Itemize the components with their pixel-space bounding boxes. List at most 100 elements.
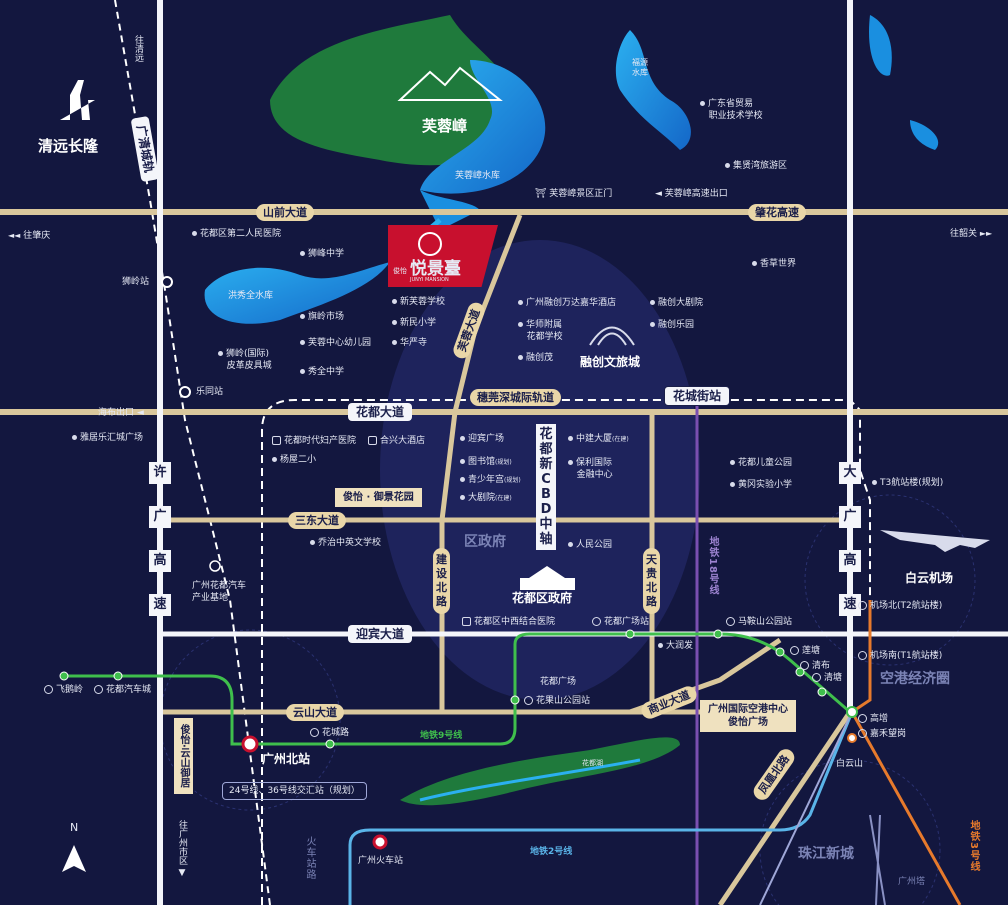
poi-p31: 中建大厦(在建): [568, 433, 629, 446]
daguang-hwy-2: 广: [839, 506, 861, 528]
daguang-hwy-4: 速: [839, 594, 861, 616]
road-sandong: 三东大道: [288, 512, 346, 529]
callout-yunshan-yuju: 俊怡·云山御居: [174, 718, 193, 794]
poi-p36: 花都儿童公园: [730, 457, 792, 469]
poi-p10: 旗岭市场: [300, 311, 344, 323]
poi-p18: 融创乐园: [650, 319, 694, 331]
poi-p14: 广州融创万达嘉华酒店: [518, 297, 616, 309]
poi-p5: 花都区第二人民医院: [192, 228, 281, 240]
callout-north-note: 24号线、36号线交汇站（规划）: [222, 782, 367, 800]
metro2-label: 地铁2号线: [530, 847, 573, 857]
poi-p33: 人民公园: [568, 539, 612, 551]
road-shanqian: 山前大道: [256, 204, 314, 221]
poi-p55: 广州火车站: [358, 856, 404, 866]
poi-p24: 花都时代妇产医院: [272, 435, 356, 447]
poi-p26: 杨屋二小: [272, 454, 316, 466]
poi-p9: 华严寺: [392, 337, 427, 349]
poi-p53: 飞鹅岭: [44, 684, 83, 696]
road-jianshe: 建设北路: [433, 548, 450, 614]
huacheng-station: 花城街站: [664, 386, 731, 406]
xuguang-hwy-3: 高: [149, 550, 171, 572]
poi-p6: 狮峰中学: [300, 248, 344, 260]
poi-p20: 乐同站: [196, 387, 224, 397]
poi-p28: 图书馆(规划): [460, 456, 512, 469]
poi-p12: 秀全中学: [300, 366, 344, 378]
poi-p7: 新芙蓉学校: [392, 296, 445, 308]
huochezhan-road: 火车站路: [304, 836, 315, 880]
poi-p30: 大剧院(在建): [460, 492, 512, 505]
road-zhaohua: 肇花高速: [748, 204, 806, 221]
xuguang-hwy-2: 广: [149, 506, 171, 528]
area-reservoir: 芙蓉嶂水库: [455, 171, 501, 181]
xuguang-hwy-4: 速: [149, 594, 171, 616]
area-qingyuan: 清远长隆: [38, 137, 99, 155]
road-huadu: 花都大道: [348, 403, 413, 421]
area-huadu-square: 花都广场: [540, 677, 577, 687]
area-quzhengfu: 区政府: [464, 534, 506, 550]
poi-p2: ◄ 芙蓉嶂高速出口: [655, 189, 728, 199]
poi-p35: 广州花都汽车产业基地: [192, 581, 247, 603]
area-huadu-lake: 花都湖: [582, 759, 603, 767]
dir-shaoguan: 往韶关 ►►: [950, 229, 993, 239]
poi-p11: 芙蓉中心幼儿园: [300, 337, 371, 349]
poi-p51: 花果山公园站: [524, 695, 590, 707]
daguang-hwy-3: 高: [839, 550, 861, 572]
poi-p27: 迎宾广场: [460, 433, 504, 445]
project-name: 悦景臺: [410, 259, 461, 279]
poi-p46: 清布: [800, 660, 830, 672]
poi-p34: 乔治中英文学校: [310, 537, 381, 549]
compass-icon: N: [70, 821, 79, 834]
poi-p8: 新民小学: [392, 317, 436, 329]
poi-p32: 保利国际 金融中心: [568, 458, 613, 480]
poi-p50: 白云山: [836, 759, 864, 769]
dir-qingyuan: 往清远: [133, 35, 143, 62]
area-huadu-gov: 花都区政府: [512, 591, 573, 605]
poi-p16: 融创茂: [518, 352, 553, 364]
poi-p52: 花城路: [310, 727, 349, 739]
project-subname: 俊怡: [393, 267, 407, 275]
poi-p40: 机场南(T1航站楼): [858, 650, 942, 662]
area-zhujiang: 珠江新城: [798, 846, 854, 862]
road-yingbin: 迎宾大道: [348, 625, 413, 643]
poi-p42: 花都广场站: [592, 616, 649, 628]
poi-p23: 雅居乐汇城广场: [72, 432, 143, 444]
poi-p48: 高增: [858, 713, 888, 725]
project-en: JUNYI MANSION: [410, 277, 449, 283]
poi-p43: 马鞍山公园站: [726, 616, 792, 628]
area-airport-zone: 空港经济圈: [880, 671, 950, 687]
poi-p56: 广州塔: [898, 877, 926, 887]
road-tiangui: 天贵北路: [643, 548, 660, 614]
metro9-label: 地铁9号线: [420, 731, 463, 741]
daguang-hwy-1: 大: [839, 462, 861, 484]
project-marker[interactable]: 俊怡 悦景臺 JUNYI MANSION: [388, 225, 498, 287]
poi-p39: 机场北(T2航站楼): [858, 600, 942, 612]
poi-p22: 海布出口 ◄: [98, 408, 144, 418]
road-yunshan: 云山大道: [286, 704, 344, 721]
poi-p19: 香草世界: [752, 258, 796, 270]
poi-p17: 融创大剧院: [650, 297, 703, 309]
poi-p29: 青少年宫(规划): [460, 474, 521, 487]
poi-p15: 华师附属 花都学校: [518, 320, 563, 342]
area-rongchuang: 融创文旅城: [580, 355, 641, 369]
metro18-label: 地铁18号线: [707, 536, 718, 596]
poi-p47: 清塘: [812, 672, 842, 684]
metro3-label: 地铁3号线: [968, 820, 979, 872]
poi-p44: 大润发: [658, 640, 693, 652]
poi-p45: 莲塘: [790, 645, 820, 657]
road-suishen: 穗莞深城际轨道: [470, 389, 561, 406]
xuguang-hwy-1: 许: [149, 462, 171, 484]
poi-p25: 合兴大酒店: [368, 435, 425, 447]
callout-junyi-yujing: 俊怡 · 御景花园: [335, 488, 422, 507]
poi-p13: 狮岭(国际) 皮革皮具城: [218, 349, 272, 371]
poi-p49: 嘉禾望岗: [858, 728, 906, 740]
poi-p37: 黄冈实验小学: [730, 479, 792, 491]
area-airport: 白云机场: [905, 571, 954, 585]
area-fuyuan: 福源水库: [632, 58, 648, 77]
callout-airport-center: 广州国际空港中心俊怡广场: [700, 700, 796, 732]
area-furongzhang: 芙蓉嶂: [422, 117, 468, 135]
dir-zhaoqing: ◄◄ 往肇庆: [8, 231, 51, 241]
poi-p21: 狮岭站: [122, 277, 150, 287]
area-hongxiu: 洪秀全水库: [228, 291, 274, 301]
